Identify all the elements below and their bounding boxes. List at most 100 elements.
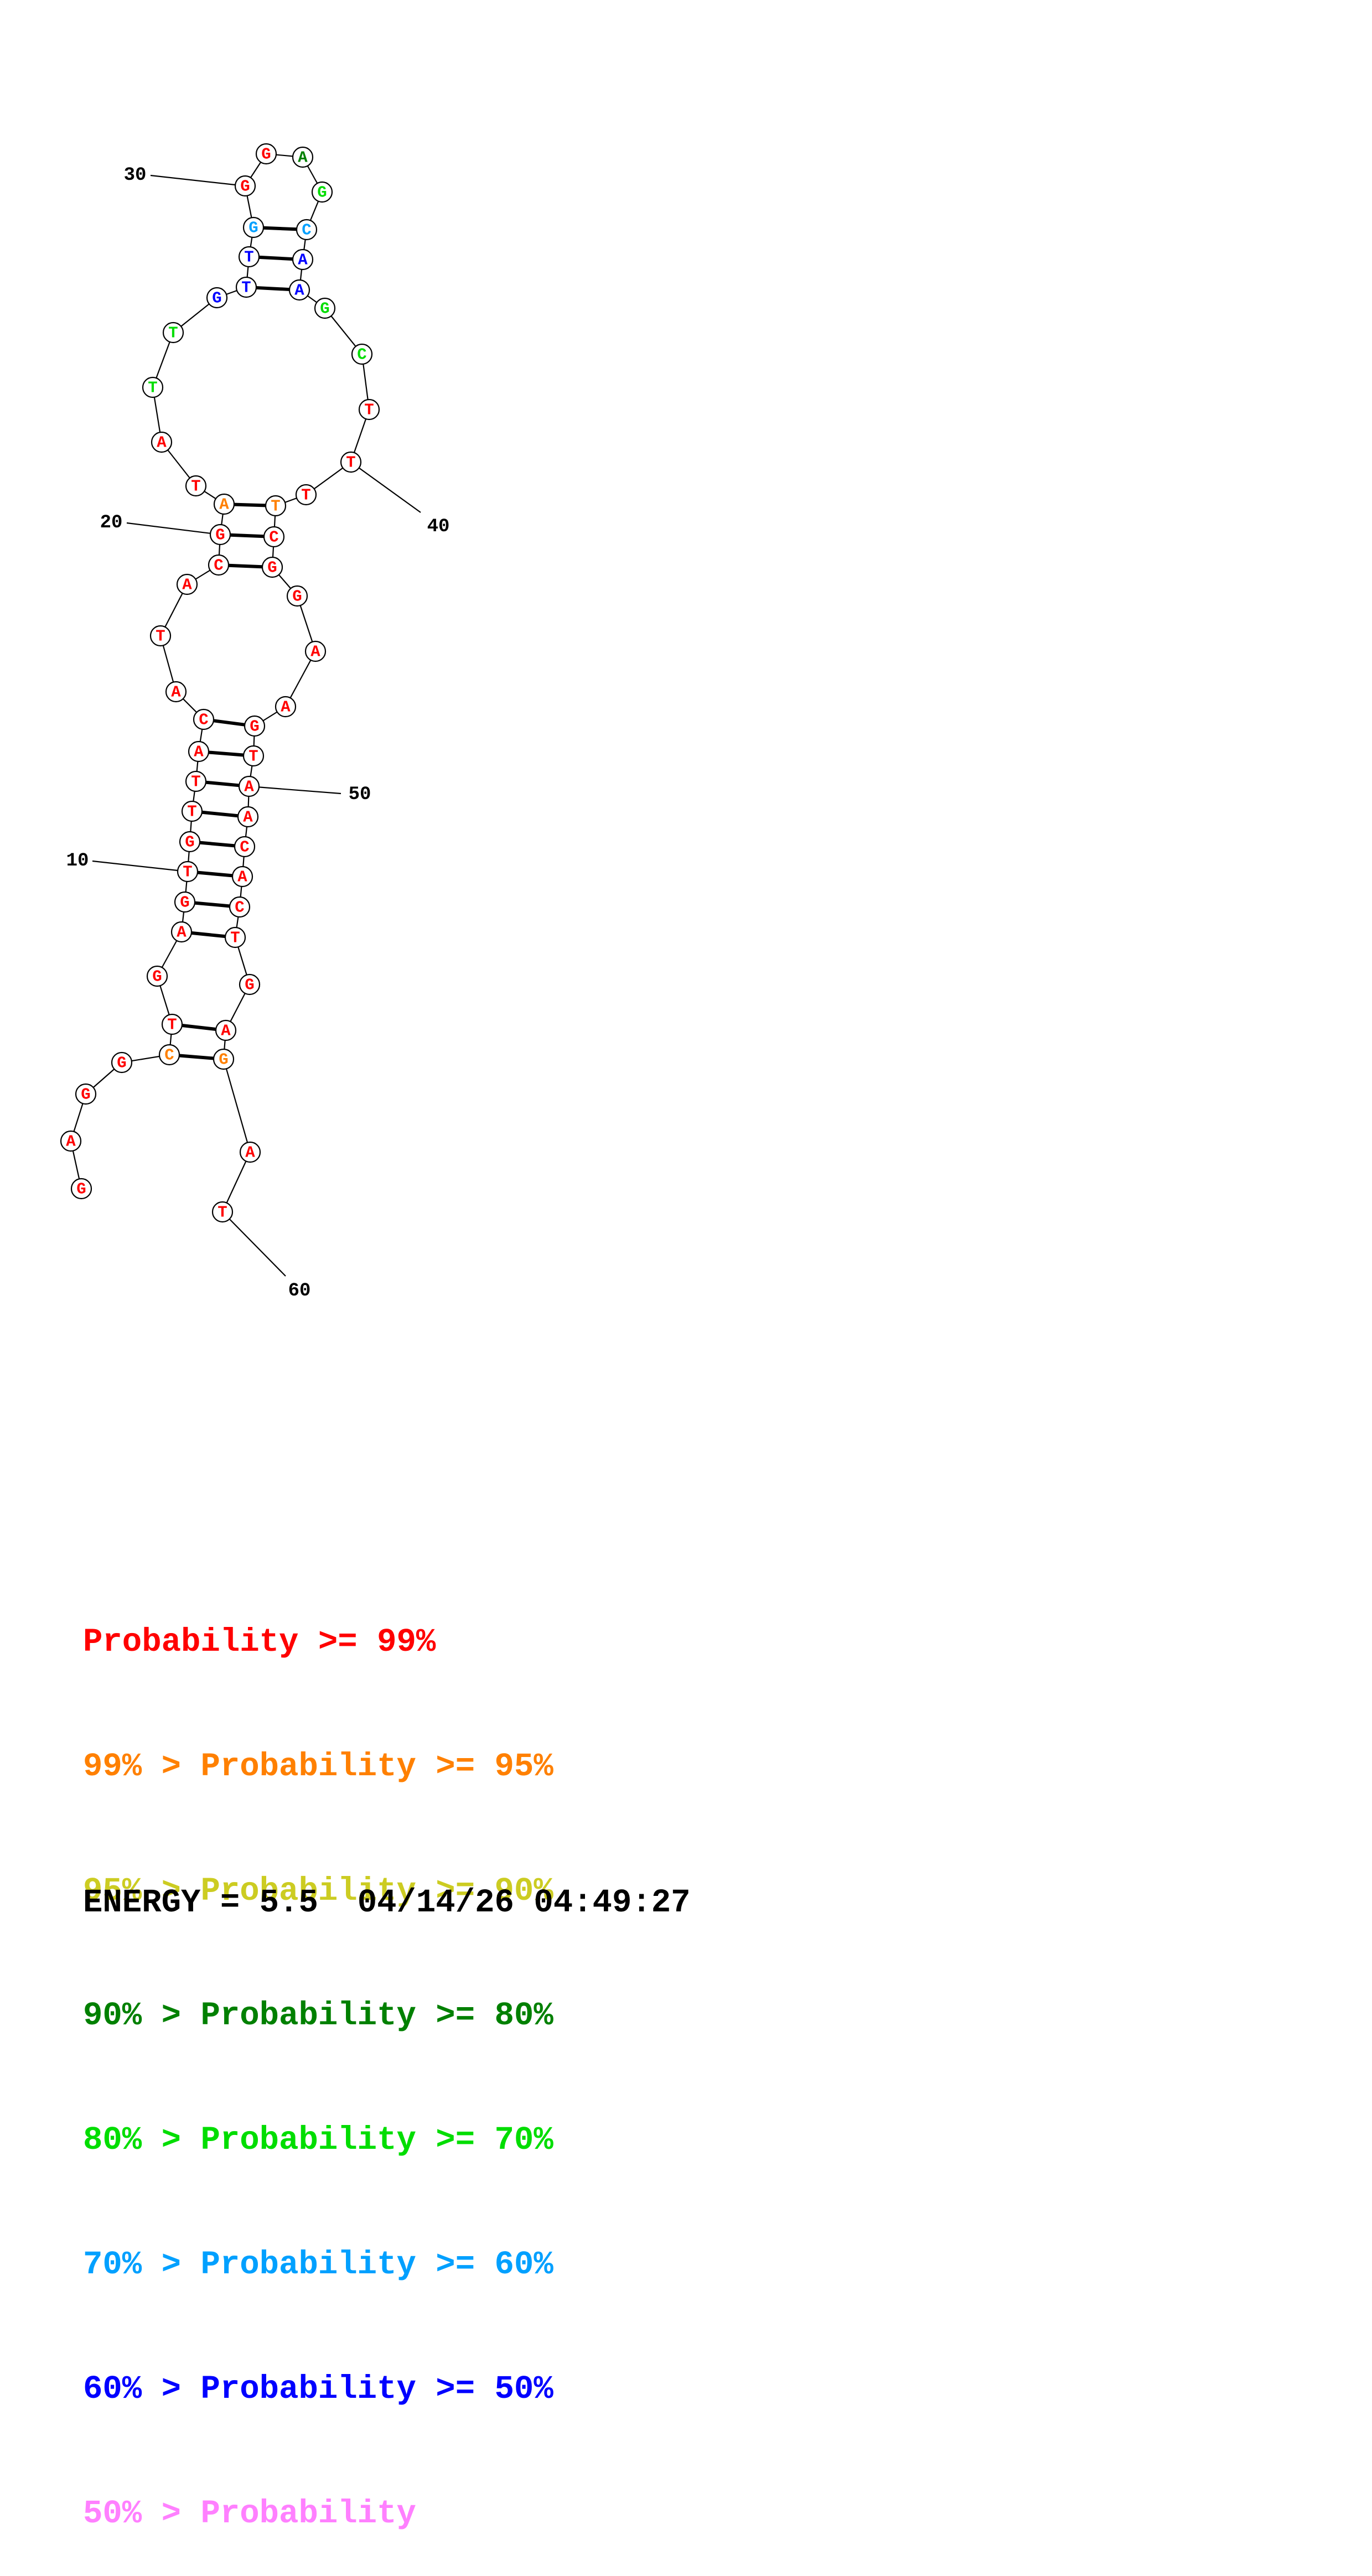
nucleotide: T [224, 926, 246, 948]
nucleotide: T [242, 745, 265, 767]
nucleotide: T [177, 861, 199, 883]
nucleotide-circle [261, 556, 283, 578]
nucleotide-letter: C [235, 899, 244, 917]
nucleotide-letter: A [182, 576, 192, 594]
nucleotide-circle [179, 831, 201, 853]
legend-text: Probability >= 50% [200, 2371, 553, 2408]
position-label: 20 [100, 512, 123, 533]
legend-row: Probability >= 99% [83, 1621, 553, 1663]
energy-footer: ENERGY = 5.5 04/14/26 04:49:27 [83, 1884, 691, 1921]
nucleotide-circle [242, 216, 265, 239]
timestamp: 04/14/26 04:49:27 [357, 1884, 691, 1921]
nucleotide: G [146, 965, 168, 987]
base-pair-bond [191, 931, 226, 939]
nucleotide-circle [165, 681, 187, 703]
nucleotide-letter: G [215, 526, 225, 545]
nucleotide-circle [215, 1019, 237, 1041]
base-pair-bonds [179, 226, 297, 1060]
base-pair-bond [234, 502, 266, 507]
nucleotide-letter: G [81, 1086, 90, 1104]
nucleotide: A [176, 573, 198, 595]
nucleotide-letter: C [214, 557, 223, 575]
base-pair-bond [208, 750, 244, 757]
nucleotide-circle [209, 524, 231, 546]
base-pair-bond [201, 810, 239, 818]
nucleotide-letter: C [164, 1046, 174, 1065]
nucleotide: A [237, 806, 259, 828]
nucleotide-circle [162, 322, 184, 344]
nucleotide-circle [185, 770, 207, 792]
nucleotide: G [261, 556, 283, 578]
nucleotide-circle [208, 554, 230, 576]
nucleotide: A [292, 146, 314, 168]
nucleotide-circle [235, 276, 257, 298]
nucleotide-letter: A [298, 251, 308, 269]
nucleotide-letter: A [177, 924, 187, 942]
base-pair-bond [228, 563, 263, 569]
nucleotide-letter: G [245, 976, 254, 994]
nucleotide-circle [177, 861, 199, 883]
nucleotide-letter: T [156, 628, 165, 646]
nucleotide: G [209, 524, 231, 546]
position-tick [150, 174, 236, 186]
nucleotide-letter: G [317, 184, 327, 202]
nucleotide-circle [206, 287, 228, 309]
nucleotide: G [239, 973, 261, 996]
nucleotide-letter: T [191, 773, 200, 791]
nucleotide-circle [161, 1013, 183, 1035]
nucleotide-circle [188, 740, 210, 763]
base-pair-bond [230, 533, 265, 538]
nucleotide: A [188, 740, 210, 763]
nucleotide: C [263, 526, 285, 548]
nucleotide-letter: T [218, 1204, 227, 1222]
nucleotide-letter: A [245, 1144, 255, 1162]
nucleotide-letter: T [346, 454, 355, 472]
base-pair-bond [213, 719, 245, 727]
legend-text: Probability >= 60% [200, 2246, 553, 2283]
nucleotide-circle [111, 1051, 133, 1074]
nucleotide-letter: T [187, 803, 196, 821]
nucleotide-circle [149, 625, 172, 647]
legend-prefix: 90% > [83, 1997, 201, 2034]
nucleotide-circle [292, 146, 314, 168]
nucleotide-circle [211, 1201, 234, 1223]
nucleotide: A [165, 681, 187, 703]
nucleotide: T [161, 1013, 183, 1035]
position-tick [92, 860, 178, 872]
nucleotide-letter: G [240, 178, 250, 196]
nucleotide-letter: G [212, 289, 221, 308]
legend-row: 70% > Probability >= 60% [83, 2244, 553, 2285]
base-pair-bond [205, 780, 240, 787]
nucleotide-letter: G [267, 559, 277, 577]
nucleotide-circle [340, 451, 362, 473]
nucleotide-circle [185, 475, 207, 497]
nucleotide: T [211, 1201, 234, 1223]
nucleotide: G [234, 175, 256, 197]
nucleotide: T [358, 398, 380, 421]
nucleotide-letter: A [171, 683, 181, 702]
legend-prefix: 70% > [83, 2246, 201, 2283]
nucleotide: A [213, 493, 235, 515]
nucleotide: T [142, 376, 164, 398]
nucleotide-letter: G [261, 146, 271, 164]
nucleotide-circle [229, 896, 251, 918]
nucleotide-letter: T [271, 497, 280, 516]
nucleotide-circle [296, 219, 318, 241]
nucleotide: G [75, 1083, 97, 1105]
nucleotide: T [295, 484, 317, 506]
nucleotide-circle [292, 248, 314, 271]
backbone-segment [222, 1152, 251, 1212]
nucleotide: C [208, 554, 230, 576]
nucleotide: C [158, 1044, 180, 1066]
nucleotide-circle [234, 836, 256, 858]
nucleotide-circle [176, 573, 198, 595]
nucleotide-letter: T [167, 1016, 177, 1034]
nucleotide-circle [181, 800, 203, 822]
legend-row: 90% > Probability >= 80% [83, 1995, 553, 2036]
nucleotide: G [314, 297, 336, 319]
legend-row: 99% > Probability >= 95% [83, 1746, 553, 1787]
nucleotide-letter: G [248, 219, 258, 237]
position-label: 30 [124, 165, 147, 186]
nucleotide: G [213, 1048, 235, 1070]
nucleotide-letter: A [243, 808, 253, 827]
